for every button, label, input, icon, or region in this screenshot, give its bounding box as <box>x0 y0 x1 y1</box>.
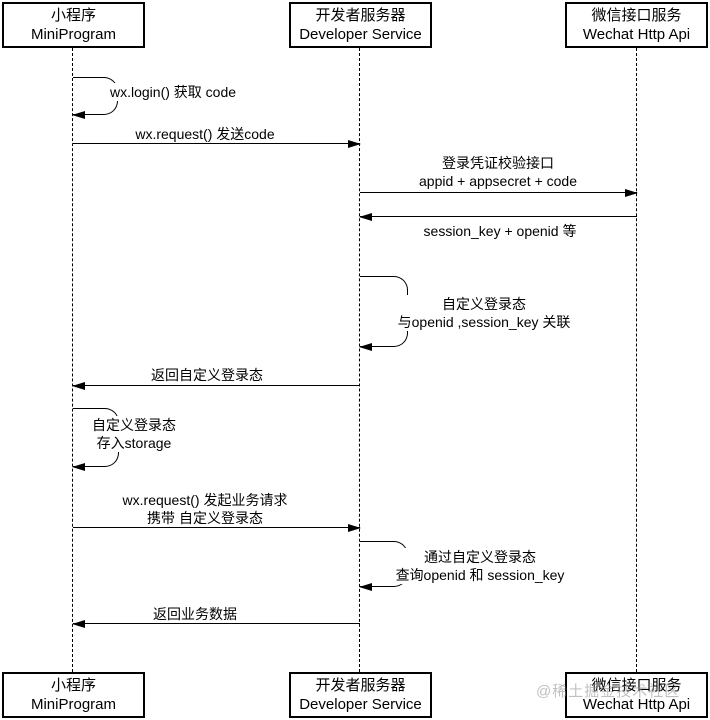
actor-label-en: Developer Service <box>299 696 422 713</box>
message-label-wx-login: wx.login() 获取 code <box>108 83 239 101</box>
message-label-store-storage: 自定义登录态 存入storage <box>90 416 178 452</box>
actor-label-zh: 微信接口服务 <box>591 7 682 24</box>
actor-box-miniprogram-top: 小程序 MiniProgram <box>2 2 145 48</box>
actor-label-en: MiniProgram <box>30 696 117 713</box>
label-line2: 存入storage <box>96 435 172 451</box>
label-line2: appid + appsecret + code <box>418 173 578 189</box>
arrowhead-left-icon <box>359 213 372 222</box>
message-arrow-return-business-data <box>72 620 360 629</box>
lifeline-wechat-api <box>636 48 637 672</box>
message-label-credential-check: 登录凭证校验接口 appid + appsecret + code <box>416 154 580 190</box>
arrowhead-right-icon <box>625 189 638 198</box>
message-arrow-business-request <box>73 524 361 533</box>
label-line1: 自定义登录态 <box>441 296 526 312</box>
label-line1: 自定义登录态 <box>92 417 176 433</box>
lifeline-developer-service <box>359 48 360 672</box>
label-line1: 登录凭证校验接口 <box>441 155 554 171</box>
actor-label-en: Wechat Http Api <box>582 696 691 713</box>
arrowhead-left-icon <box>72 620 85 629</box>
message-label-return-login-state: 返回自定义登录态 <box>149 366 265 384</box>
message-label-return-business-data: 返回业务数据 <box>151 605 239 623</box>
message-arrow-session-return <box>359 213 637 222</box>
message-label-custom-login-state: 自定义登录态 与openid ,session_key 关联 <box>395 295 573 331</box>
arrowhead-left-icon <box>72 111 85 120</box>
message-label-query-openid: 通过自定义登录态 查询openid 和 session_key <box>393 548 567 584</box>
actor-label-en: MiniProgram <box>30 26 117 43</box>
message-label-session-return: session_key + openid 等 <box>421 222 579 240</box>
message-label-send-code: wx.request() 发送code <box>133 125 277 143</box>
arrowhead-left-icon <box>359 343 372 352</box>
label-line2: 携带 自定义登录态 <box>147 510 263 526</box>
actor-label-en: Wechat Http Api <box>582 26 691 43</box>
arrowhead-left-icon <box>72 382 85 391</box>
arrowhead-right-icon <box>348 524 361 533</box>
actor-label-zh: 微信接口服务 <box>591 677 682 694</box>
actor-label-zh: 小程序 <box>50 7 96 24</box>
actor-label-zh: 开发者服务器 <box>315 7 406 24</box>
label-line1: 通过自定义登录态 <box>424 549 536 565</box>
actor-label-zh: 开发者服务器 <box>315 677 406 694</box>
label-line2: 与openid ,session_key 关联 <box>397 314 571 330</box>
actor-box-miniprogram-bottom: 小程序 MiniProgram <box>2 672 145 718</box>
message-arrow-send-code <box>73 140 361 149</box>
actor-box-developer-bottom: 开发者服务器 Developer Service <box>289 672 432 718</box>
message-arrow-return-login-state <box>72 382 360 391</box>
actor-box-wechat-top: 微信接口服务 Wechat Http Api <box>565 2 708 48</box>
label-line2: 查询openid 和 session_key <box>395 567 565 583</box>
juejin-watermark: @稀土掘金技术社区 <box>536 683 681 700</box>
actor-box-wechat-bottom: 微信接口服务 Wechat Http Api <box>565 672 708 718</box>
actor-box-developer-top: 开发者服务器 Developer Service <box>289 2 432 48</box>
arrowhead-left-icon <box>359 583 372 592</box>
label-line1: wx.request() 发起业务请求 <box>122 492 288 508</box>
arrowhead-right-icon <box>348 140 361 149</box>
actor-label-en: Developer Service <box>299 26 422 43</box>
lifeline-miniprogram <box>72 48 73 672</box>
message-label-business-request: wx.request() 发起业务请求 携带 自定义登录态 <box>120 491 290 527</box>
message-arrow-credential-check <box>360 189 638 198</box>
actor-label-zh: 小程序 <box>50 677 96 694</box>
arrowhead-left-icon <box>72 463 85 472</box>
